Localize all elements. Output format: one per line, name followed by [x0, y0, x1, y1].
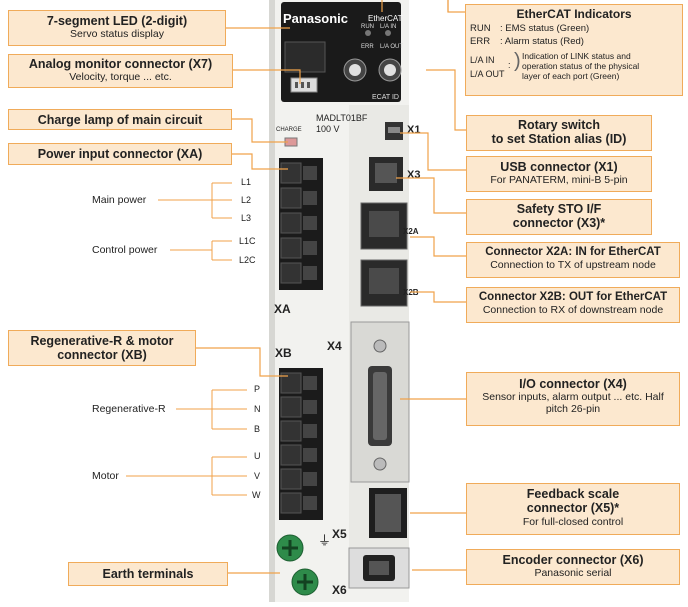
- err-row: ERR : Alarm status (Red): [470, 35, 678, 48]
- terminal-l3: L3: [241, 213, 252, 223]
- terminal-w: W: [252, 490, 261, 500]
- feedback-sub: For full-closed control: [522, 515, 624, 528]
- run-key: RUN: [470, 22, 491, 34]
- analog-sub: Velocity, torque ... etc.: [69, 71, 172, 84]
- usb-title: USB connector (X1): [500, 160, 618, 174]
- run-row: RUN : EMS status (Green): [470, 22, 678, 35]
- charge-title: Charge lamp of main circuit: [37, 113, 203, 127]
- sto-title-2: connector (X3)*: [512, 216, 606, 231]
- x2b-label-box: Connector X2B: OUT for EtherCAT Connecti…: [466, 287, 680, 323]
- x2a-title: Connector X2A: IN for EtherCAT: [485, 246, 661, 258]
- err-key: ERR: [470, 35, 491, 47]
- x6-label: X6: [332, 583, 347, 597]
- model-number: MADLT01BF: [316, 113, 368, 123]
- io-sub-2: pitch 26-pin: [545, 403, 601, 416]
- x2a-label: X2A: [403, 227, 419, 236]
- earth-label-box: Earth terminals: [68, 562, 228, 586]
- feedback-title-1: Feedback scale: [526, 487, 620, 501]
- usb-label-box: USB connector (X1) For PANATERM, mini-B …: [466, 156, 652, 192]
- regen-label-box: Regenerative-R & motor connector (XB): [8, 330, 196, 366]
- regen-title-1: Regenerative-R & motor: [30, 334, 174, 348]
- led-sub: Servo status display: [70, 28, 164, 41]
- la-in-key: L/A IN: [470, 54, 495, 65]
- ethercat-title: EtherCAT Indicators: [516, 7, 632, 21]
- terminal-v: V: [254, 471, 261, 481]
- la-colon: :: [508, 59, 511, 70]
- usb-sub: For PANATERM, mini-B 5-pin: [490, 174, 628, 187]
- encoder-label-box: Encoder connector (X6) Panasonic serial: [466, 549, 680, 585]
- power-label-box: Power input connector (XA): [8, 143, 232, 165]
- ethercat-logo: EtherCAT: [368, 14, 403, 23]
- regen-title-2: connector (XB): [57, 348, 147, 363]
- motor-text: Motor: [92, 470, 119, 482]
- terminal-l1: L1: [241, 177, 252, 187]
- terminal-b: B: [254, 424, 261, 434]
- la-row: L/A IN L/A OUT : ) Indication of LINK st…: [470, 49, 678, 85]
- charge-label-box: Charge lamp of main circuit: [8, 109, 232, 130]
- analog-label-box: Analog monitor connector (X7) Velocity, …: [8, 54, 233, 88]
- main-power-text: Main power: [92, 194, 147, 206]
- io-title: I/O connector (X4): [519, 377, 627, 391]
- la-desc-3: layer of each port (Green): [522, 71, 620, 82]
- la-desc-1: Indication of LINK status and: [522, 50, 631, 61]
- la-out-led-label: L/A OUT: [380, 44, 404, 50]
- ground-symbol: ⏚: [318, 533, 332, 548]
- sto-label-box: Safety STO I/F connector (X3)*: [466, 199, 652, 235]
- encoder-title: Encoder connector (X6): [502, 553, 644, 567]
- run-value: : EMS status (Green): [500, 22, 590, 34]
- ethercat-label-box: EtherCAT Indicators RUN : EMS status (Gre…: [465, 4, 683, 96]
- feedback-label-box: Feedback scale connector (X5)* For full-…: [466, 483, 680, 535]
- x2a-sub: Connection to TX of upstream node: [490, 259, 656, 272]
- la-desc-2: operation status of the physical: [522, 60, 640, 71]
- led-title: 7-segment LED (2-digit): [46, 14, 188, 28]
- charge-lamp-label: CHARGE: [276, 127, 302, 133]
- x2a-label-box: Connector X2A: IN for EtherCAT Connectio…: [466, 242, 680, 278]
- rotary-label-box: Rotary switch to set Station alias (ID): [466, 115, 652, 151]
- io-sub-1: Sensor inputs, alarm output ... etc. Hal…: [482, 391, 664, 404]
- err-value: : Alarm status (Red): [500, 35, 584, 47]
- led-label-box: 7-segment LED (2-digit) Servo status dis…: [8, 10, 226, 46]
- terminal-p: P: [254, 384, 261, 394]
- servo-drive-body: [269, 0, 410, 602]
- control-power-text: Control power: [92, 244, 158, 256]
- la-in-led-label: L/A IN: [380, 24, 397, 30]
- run-led-label: RUN: [361, 24, 374, 30]
- x2b-title: Connector X2B: OUT for EtherCAT: [478, 291, 668, 303]
- brand-logo: Panasonic: [283, 11, 349, 26]
- earth-title: Earth terminals: [102, 567, 194, 581]
- analog-title: Analog monitor connector (X7): [28, 57, 213, 71]
- feedback-title-2: connector (X5)*: [526, 501, 620, 516]
- voltage-rating: 100 V: [316, 124, 340, 134]
- ecat-id-label: ECAT ID: [372, 94, 399, 101]
- la-brace: ): [514, 49, 521, 72]
- err-led-label: ERR: [361, 44, 374, 50]
- xb-label: XB: [275, 346, 292, 360]
- la-desc: Indication of LINK status and operation …: [522, 51, 639, 82]
- la-out-key: L/A OUT: [470, 68, 505, 79]
- x2b-sub: Connection to RX of downstream node: [482, 304, 664, 317]
- terminal-l2: L2: [241, 195, 252, 205]
- io-label-box: I/O connector (X4) Sensor inputs, alarm …: [466, 372, 680, 426]
- xa-label: XA: [274, 302, 291, 316]
- terminal-l2c: L2C: [239, 255, 256, 265]
- regen-r-text: Regenerative-R: [92, 403, 166, 415]
- terminal-u: U: [254, 451, 261, 461]
- sto-title-1: Safety STO I/F: [516, 202, 602, 216]
- encoder-sub: Panasonic serial: [534, 567, 612, 580]
- servo-drive: [265, 0, 415, 602]
- rotary-title-1: Rotary switch: [518, 118, 600, 132]
- terminal-n: N: [254, 404, 261, 414]
- terminal-l1c: L1C: [239, 236, 256, 246]
- x4-label: X4: [327, 339, 342, 353]
- rotary-title-2: to set Station alias (ID): [491, 132, 627, 147]
- x5-label: X5: [332, 527, 347, 541]
- power-title: Power input connector (XA): [37, 147, 203, 161]
